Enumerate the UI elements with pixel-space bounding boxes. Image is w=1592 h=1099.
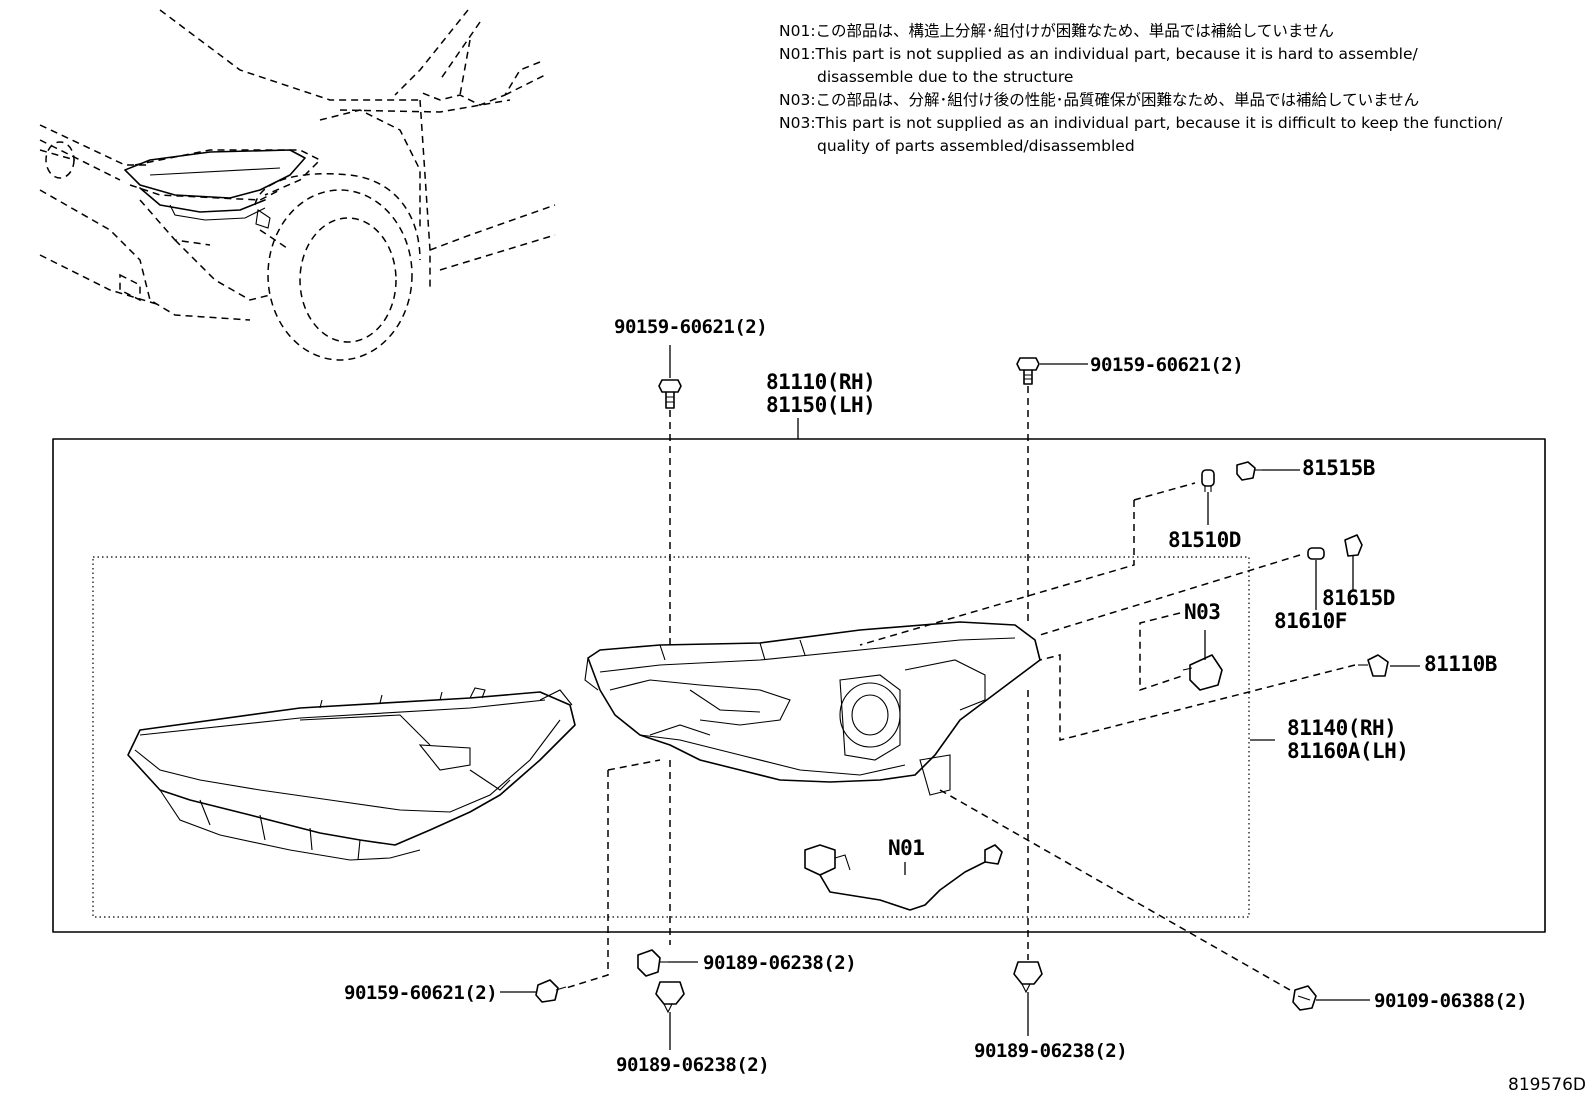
label-housing-lh[interactable]: 81160A(LH) bbox=[1287, 739, 1409, 763]
label-n01[interactable]: N01 bbox=[888, 836, 925, 860]
label-81510D[interactable]: 81510D bbox=[1168, 528, 1241, 552]
label-clip-mid[interactable]: 90189-06238(2) bbox=[703, 952, 857, 974]
label-81610F[interactable]: 81610F bbox=[1274, 609, 1347, 633]
label-clip-bottom-right[interactable]: 90189-06238(2) bbox=[974, 1040, 1128, 1062]
wire-harness-drawing bbox=[804, 844, 1003, 911]
assembly-inner-box bbox=[92, 556, 1250, 918]
assembly-outer-box bbox=[52, 438, 1546, 933]
label-81615D[interactable]: 81615D bbox=[1322, 586, 1395, 610]
label-n03[interactable]: N03 bbox=[1184, 600, 1221, 624]
clip-bottom-left bbox=[655, 981, 685, 1014]
label-81110B[interactable]: 81110B bbox=[1424, 652, 1497, 676]
note-n01-en: N01:This part is not supplied as an indi… bbox=[779, 45, 1418, 63]
label-assy-rh[interactable]: 81110(RH) bbox=[766, 370, 876, 394]
bolt-bottom-left bbox=[535, 979, 567, 1003]
module-n03 bbox=[1182, 654, 1223, 691]
socket-81110B bbox=[1358, 654, 1389, 677]
screw-bottom-right bbox=[1292, 985, 1317, 1011]
note-n01-en-cont: disassemble due to the structure bbox=[817, 68, 1074, 86]
leader-lines bbox=[500, 345, 1420, 1050]
bolt-top-left bbox=[658, 379, 682, 409]
label-81515B[interactable]: 81515B bbox=[1302, 456, 1375, 480]
illustration-code: 819576D bbox=[1508, 1075, 1586, 1095]
label-assy-lh[interactable]: 81150(LH) bbox=[766, 393, 876, 417]
clip-middle bbox=[637, 949, 668, 977]
label-housing-rh[interactable]: 81140(RH) bbox=[1287, 716, 1397, 740]
note-n03-en-cont: quality of parts assembled/disassembled bbox=[817, 137, 1135, 155]
socket-81515B bbox=[1236, 461, 1262, 481]
socket-81615D bbox=[1344, 534, 1363, 557]
headlamp-lens-drawing bbox=[127, 687, 576, 861]
headlamp-housing-drawing bbox=[584, 621, 1041, 796]
label-clip-bottom-left[interactable]: 90189-06238(2) bbox=[616, 1054, 770, 1076]
label-bolt-top-left[interactable]: 90159-60621(2) bbox=[614, 316, 768, 338]
label-bolt-bottom-left[interactable]: 90159-60621(2) bbox=[344, 982, 498, 1004]
clip-bottom-right bbox=[1013, 961, 1043, 994]
label-bolt-top-right[interactable]: 90159-60621(2) bbox=[1090, 354, 1244, 376]
label-screw-bottom-right[interactable]: 90109-06388(2) bbox=[1374, 990, 1528, 1012]
note-n03-ja: N03:この部品は、分解･組付け後の性能･品質確保が困難なため、単品では補給して… bbox=[779, 91, 1420, 109]
note-n03-en: N03:This part is not supplied as an indi… bbox=[779, 114, 1503, 132]
bolt-top-right bbox=[1016, 357, 1040, 385]
assembly-lines bbox=[565, 386, 1356, 991]
vehicle-illustration bbox=[39, 9, 556, 361]
note-n01-ja: N01:この部品は、構造上分解･組付けが困難なため、単品では補給していません bbox=[779, 22, 1334, 40]
bulb-81510D bbox=[1201, 469, 1215, 492]
notes-block: N01:この部品は、構造上分解･組付けが困難なため、単品では補給していません N… bbox=[779, 20, 1502, 158]
bulb-81610F bbox=[1307, 547, 1325, 560]
